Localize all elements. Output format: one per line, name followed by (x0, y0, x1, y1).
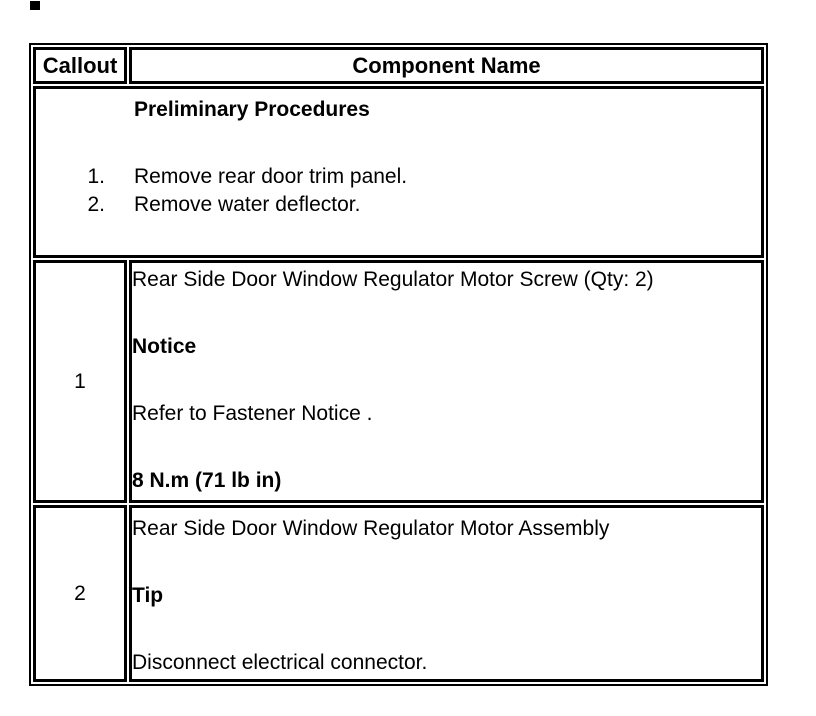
callout-number-cell: 2 (33, 505, 127, 682)
stray-ink-mark (30, 1, 40, 10)
callout-component-table: Callout Component Name Preliminary Proce… (29, 43, 768, 686)
column-header-callout: Callout (33, 47, 127, 84)
component-description-cell: Rear Side Door Window Regulator Motor As… (129, 505, 764, 682)
notice-reference-text: Refer to Fastener Notice . (132, 402, 373, 425)
list-item: 2. Remove water deflector. (36, 191, 761, 219)
callout-number-cell: 1 (33, 260, 127, 503)
preliminary-procedures-cell: Preliminary Procedures 1. Remove rear do… (33, 86, 764, 258)
list-item: 1. Remove rear door trim panel. (36, 163, 761, 191)
step-number: 2. (87, 193, 105, 216)
table-row: 2 Rear Side Door Window Regulator Motor … (33, 505, 764, 682)
tip-text: Disconnect electrical connector. (132, 651, 428, 674)
preliminary-steps-list: 1. Remove rear door trim panel. 2. Remov… (36, 163, 761, 219)
component-description-cell: Rear Side Door Window Regulator Motor Sc… (129, 260, 764, 503)
column-header-component-name: Component Name (129, 47, 764, 84)
notice-label: Notice (132, 335, 197, 358)
tip-label: Tip (132, 584, 164, 607)
component-name-text: Rear Side Door Window Regulator Motor Sc… (132, 268, 654, 291)
preliminary-procedures-title: Preliminary Procedures (134, 98, 370, 121)
torque-spec-text: 8 N.m (71 lb in) (132, 469, 282, 492)
step-number: 1. (87, 165, 105, 188)
step-text: Remove water deflector. (134, 193, 361, 216)
component-name-text: Rear Side Door Window Regulator Motor As… (132, 517, 610, 540)
preliminary-procedures-row: Preliminary Procedures 1. Remove rear do… (33, 86, 764, 258)
step-text: Remove rear door trim panel. (134, 165, 408, 188)
table-header-row: Callout Component Name (33, 47, 764, 84)
table-row: 1 Rear Side Door Window Regulator Motor … (33, 260, 764, 503)
